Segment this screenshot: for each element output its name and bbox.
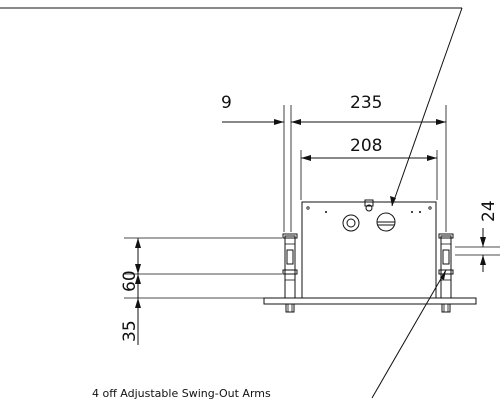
dimension-60-label: 60 <box>120 270 140 292</box>
dimension-208-label: 208 <box>350 136 382 156</box>
leader-arrowhead-knob <box>390 196 396 206</box>
base-plate <box>263 297 477 313</box>
left-swing-arm <box>282 233 298 299</box>
dimension-35-label: 35 <box>120 320 140 342</box>
dimension-235-label: 235 <box>350 93 382 113</box>
enclosure-body <box>301 199 437 299</box>
round-gland-icon <box>342 214 360 232</box>
leader-line-to-knob <box>391 7 463 207</box>
leader-arrowhead-arm <box>440 270 446 280</box>
dimension-24: 24 <box>455 200 500 272</box>
right-swing-arm <box>438 233 454 299</box>
dimension-35: 35 <box>120 274 141 345</box>
dimension-208: 208 <box>301 136 437 161</box>
dimension-9-label: 9 <box>221 93 232 113</box>
dimension-9: 9 <box>221 93 302 125</box>
dimension-235: 235 <box>291 93 446 125</box>
leader-line-to-arm <box>371 269 447 399</box>
arms-callout-note: 4 off Adjustable Swing-Out Arms <box>92 387 271 400</box>
dimension-24-label: 24 <box>479 200 499 222</box>
dimension-60: 60 <box>120 238 141 292</box>
